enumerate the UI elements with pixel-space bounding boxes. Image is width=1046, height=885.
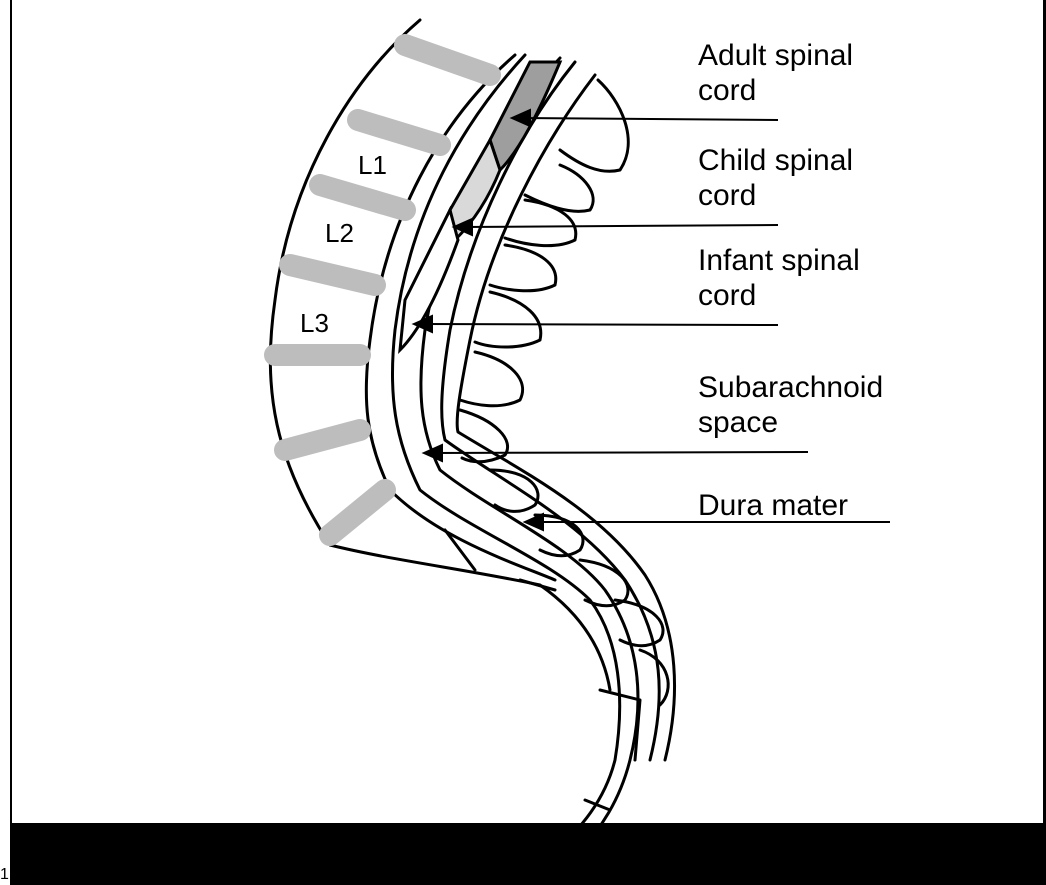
label-infant-spinal-cord: Infant spinal cord [698, 243, 860, 313]
spinous-process [490, 245, 556, 291]
spinous-process [525, 165, 593, 211]
label-subarachnoid-space: Subarachnoid space [698, 370, 883, 440]
label-infant-line2: cord [698, 278, 860, 313]
spinous-process [640, 650, 668, 705]
label-subarachnoid-line2: space [698, 405, 883, 440]
label-adult-line2: cord [698, 73, 853, 108]
bottom-black-bar [12, 823, 1046, 885]
label-child-spinal-cord: Child spinal cord [698, 143, 853, 213]
vertebra-label-l3: L3 [300, 308, 329, 338]
label-adult-line1: Adult spinal [698, 38, 853, 73]
vertebra-label-l1: L1 [358, 150, 387, 180]
vertebra-label-l2: L2 [325, 218, 354, 248]
spinous-process [460, 352, 523, 406]
corner-mark: 1 [0, 865, 9, 885]
label-child-line1: Child spinal [698, 143, 853, 178]
label-dura-mater: Dura mater [698, 488, 848, 523]
label-child-line2: cord [698, 178, 853, 213]
label-adult-spinal-cord: Adult spinal cord [698, 38, 853, 108]
spinous-process [475, 292, 541, 347]
label-subarachnoid-line1: Subarachnoid [698, 370, 883, 405]
spinous-process [560, 80, 628, 171]
label-infant-line1: Infant spinal [698, 243, 860, 278]
